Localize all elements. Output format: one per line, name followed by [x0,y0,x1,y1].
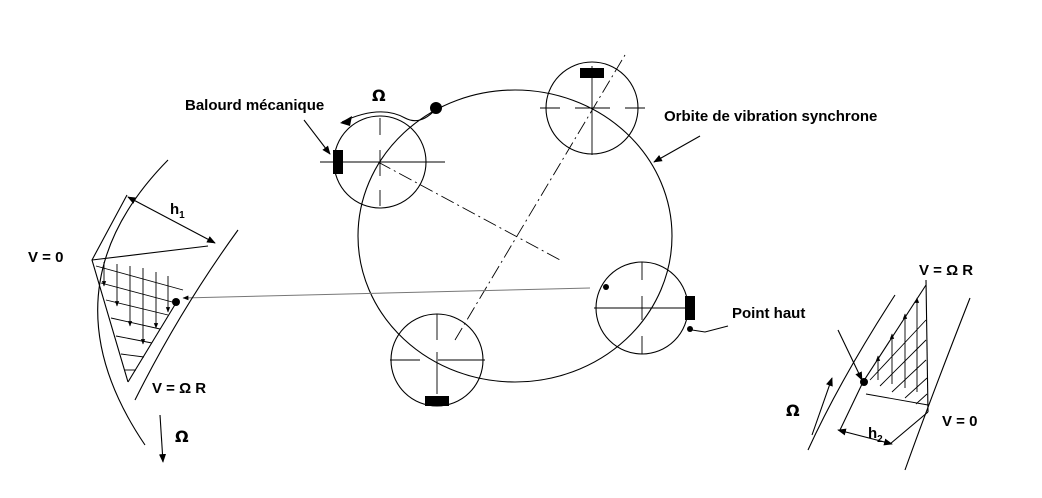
left-h1-label: h1 [170,201,185,221]
orbit-centerline-b [377,161,561,261]
right-bearing-detail [807,279,971,471]
orbit-label: Orbite de vibration synchrone [664,108,877,125]
right-h-subscript: 2 [877,434,883,445]
high-point-leader [691,325,729,333]
high-point-dot [687,326,693,332]
omega-top-label: Ω [372,86,386,105]
left-bearing-detail [91,159,239,463]
right-v0-label: V = 0 [942,413,977,430]
rotor-top-right [540,61,645,155]
left-outer-arc [97,159,169,446]
left-inner-arc [134,229,239,401]
rotating-ball [430,102,442,114]
orbit-group [357,54,673,383]
right-outer-arc [904,297,971,471]
orbit-leader [653,135,701,163]
rotor-bottom-left [390,313,485,407]
left-vr-label: V = Ω R [152,380,206,397]
right-inner-arc [807,294,896,451]
unbalance-mass [333,150,343,174]
rotation-indicator [340,102,442,126]
rotor-right [594,261,695,355]
left-v0-label: V = 0 [28,249,63,266]
synchronous-orbit [357,89,673,383]
right-vr-label: V = Ω R [919,262,973,279]
left-h-letter: h [170,201,179,218]
unbalance-leader [303,119,331,155]
high-point-to-right-wedge [837,329,863,381]
high-point-label: Point haut [732,305,805,322]
left-h-subscript: 1 [179,210,185,221]
orbit-to-left-wedge [182,287,591,301]
unbalance-label: Balourd mécanique [185,97,324,114]
left-omega-label: Ω [175,427,189,446]
right-h2-label: h2 [868,425,883,445]
right-h-letter: h [868,425,877,442]
orbit-centerline-a [454,54,626,341]
rotor-top-left [320,115,445,209]
right-omega-label: Ω [786,401,800,420]
